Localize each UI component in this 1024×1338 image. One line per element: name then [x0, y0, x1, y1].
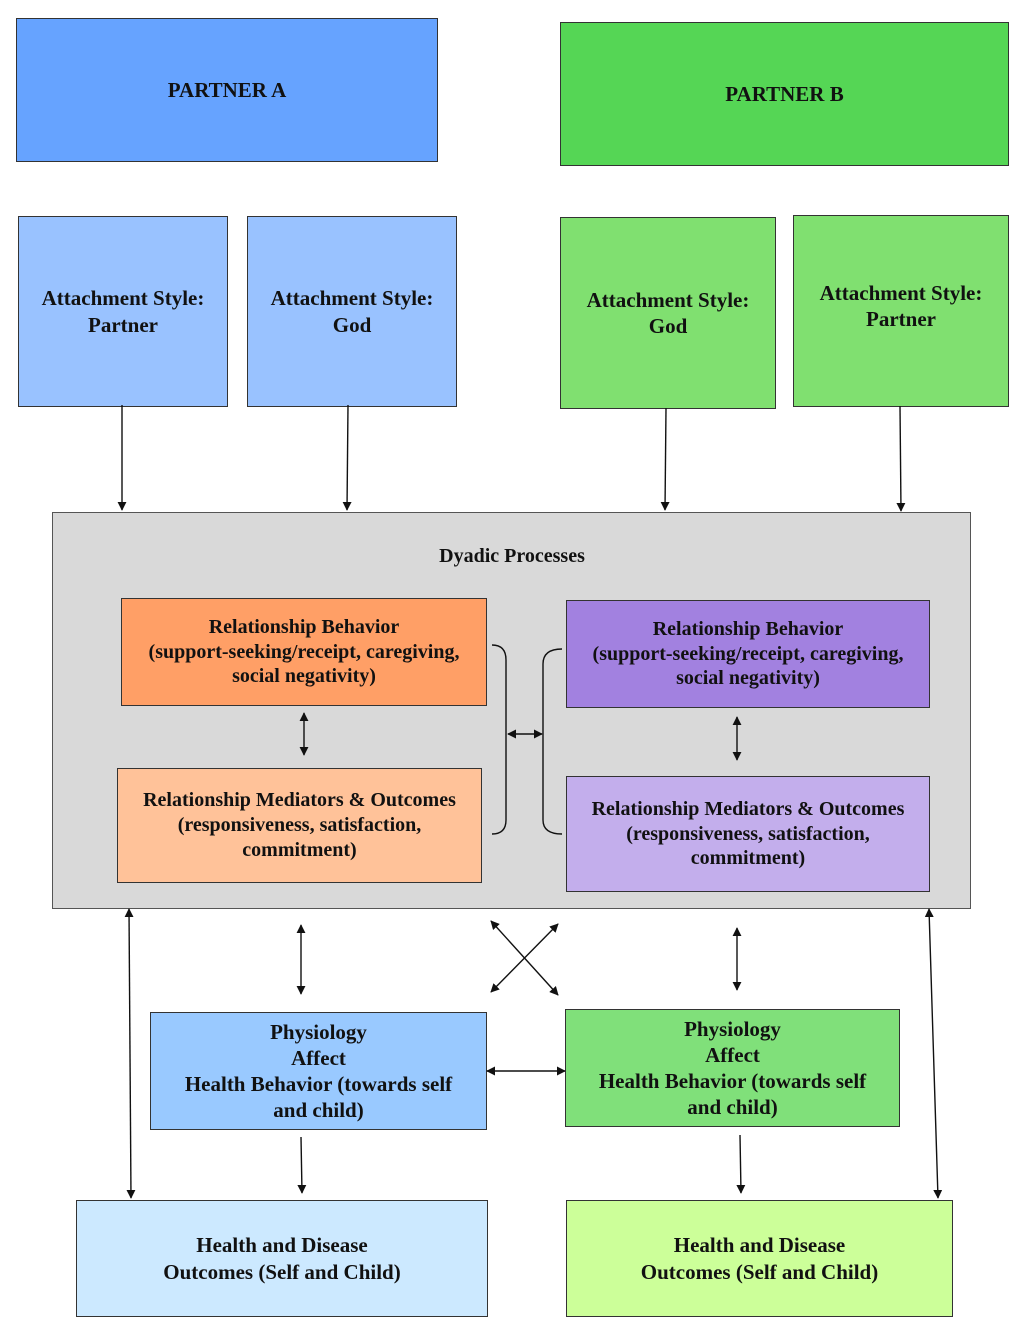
partner-b-physiology-box: Physiology Affect Health Behavior (towar…: [565, 1009, 900, 1127]
dyadic-processes-title: Dyadic Processes: [439, 545, 585, 567]
arrow-attachment-b-god: [660, 407, 670, 511]
partner-a-attachment-partner: Attachment Style: Partner: [18, 216, 228, 407]
arrow-dyadic-health-a: [124, 908, 136, 1199]
attachment-line: Partner: [88, 312, 158, 337]
text-line: Physiology: [684, 1016, 781, 1041]
attachment-line: God: [332, 312, 372, 337]
partner-b-attachment-partner: Attachment Style: Partner: [793, 215, 1009, 407]
partner-b-relationship-behavior: Relationship Behavior (support-seeking/r…: [566, 600, 930, 708]
text-line: Health and Disease: [196, 1233, 368, 1258]
text-line: Outcomes (Self and Child): [163, 1259, 401, 1284]
arrow-dyadic-health-b: [924, 908, 943, 1199]
text-line: Relationship Mediators & Outcomes: [591, 797, 905, 820]
text-line: commitment): [242, 838, 357, 861]
attachment-line: God: [648, 314, 688, 338]
text-line: (support-seeking/receipt, caregiving,: [148, 640, 460, 663]
text-line: Affect: [705, 1042, 760, 1067]
arrow-attachment-a-god: [342, 404, 352, 511]
partner-a-attachment-god: Attachment Style: God: [247, 216, 457, 407]
partner-b-box: PARTNER B: [560, 22, 1009, 166]
text-line: Health Behavior (towards self: [598, 1069, 867, 1093]
partner-b-attachment-god: Attachment Style: God: [560, 217, 776, 409]
partner-b-label: PARTNER B: [725, 81, 844, 106]
text-line: commitment): [690, 847, 806, 870]
bracket-left: [491, 644, 507, 835]
arrow-physiology-health-b: [736, 1134, 746, 1194]
text-line: (responsiveness, satisfaction,: [626, 822, 870, 845]
text-line: Affect: [291, 1045, 346, 1070]
partner-a-relationship-behavior: Relationship Behavior (support-seeking/r…: [121, 598, 487, 706]
text-line: Relationship Mediators & Outcomes: [143, 789, 456, 812]
bracket-right: [542, 648, 563, 835]
attachment-line: Partner: [866, 307, 936, 331]
text-line: social negativity): [232, 665, 376, 688]
partner-a-relationship-outcomes: Relationship Mediators & Outcomes (respo…: [117, 768, 482, 883]
partner-a-box: PARTNER A: [16, 18, 438, 162]
attachment-line: Attachment Style:: [41, 286, 205, 311]
text-line: and child): [273, 1098, 364, 1123]
text-line: social negativity): [676, 667, 820, 690]
partner-a-physiology-box: Physiology Affect Health Behavior (towar…: [150, 1012, 487, 1130]
partner-b-health-outcomes-box: Health and Disease Outcomes (Self and Ch…: [566, 1200, 953, 1317]
text-line: (support-seeking/receipt, caregiving,: [592, 642, 904, 665]
text-line: Relationship Behavior: [652, 617, 844, 640]
text-line: Relationship Behavior: [208, 615, 400, 638]
text-line: and child): [687, 1095, 778, 1120]
arrow-physiology-health-a: [297, 1136, 307, 1194]
attachment-line: Attachment Style:: [586, 287, 750, 312]
arrow-cross-2: [490, 923, 559, 993]
text-line: Health and Disease: [673, 1233, 846, 1258]
arrow-attachment-b-partner: [896, 405, 906, 512]
text-line: Outcomes (Self and Child): [640, 1259, 879, 1284]
text-line: Health Behavior (towards self: [184, 1072, 453, 1096]
partner-a-label: PARTNER A: [167, 77, 287, 102]
partner-b-relationship-outcomes: Relationship Mediators & Outcomes (respo…: [566, 776, 930, 892]
text-line: Physiology: [270, 1019, 367, 1044]
attachment-line: Attachment Style:: [270, 286, 434, 311]
attachment-line: Attachment Style:: [819, 280, 983, 305]
text-line: (responsiveness, satisfaction,: [177, 814, 422, 837]
partner-a-health-outcomes-box: Health and Disease Outcomes (Self and Ch…: [76, 1200, 488, 1317]
